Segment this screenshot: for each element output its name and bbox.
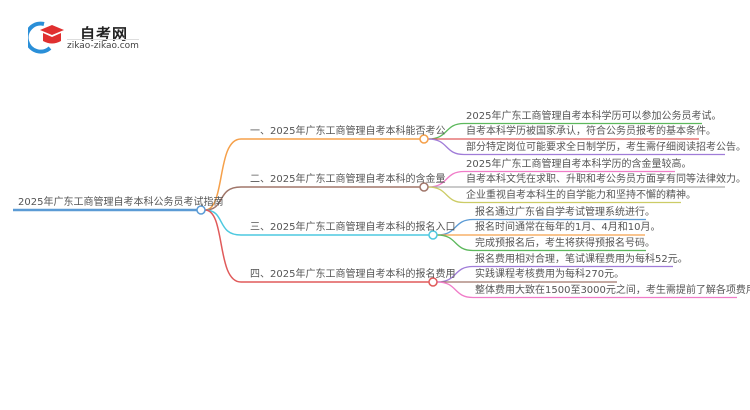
branch-circle-icon (428, 230, 438, 240)
root-circle-icon (196, 205, 206, 215)
branch-node[interactable]: 一、2025年广东工商管理自考本科能否考公 (250, 126, 446, 137)
leaf-node[interactable]: 2025年广东工商管理自考本科学历可以参加公务员考试。 (466, 110, 722, 122)
leaf-node[interactable]: 整体费用大致在1500至3000元之间，考生需提前了解各项费用。 (475, 284, 750, 296)
leaf-line (436, 234, 646, 252)
leaf-node[interactable]: 2025年广东工商管理自考本科学历的含金量较高。 (466, 158, 692, 170)
branch-circle-icon (419, 182, 429, 192)
branch-line (204, 209, 429, 236)
leaf-node[interactable]: 报名时间通常在每年的1月、4月和10月。 (475, 222, 661, 233)
branch-line (204, 138, 420, 211)
branch-node[interactable]: 二、2025年广东工商管理自考本科的含金量 (250, 174, 446, 185)
leaf-node[interactable]: 企业重视自考本科生的自学能力和坚持不懈的精神。 (466, 189, 696, 201)
leaf-node[interactable]: 完成预报名后，考生将获得预报名号码。 (475, 237, 655, 249)
leaf-node[interactable]: 自考本科文凭在求职、升职和考公务员方面享有同等法律效力。 (466, 174, 746, 185)
branch-circle-icon (419, 134, 429, 144)
branch-circle-icon (428, 277, 438, 287)
logo-name: 自考网 (80, 25, 129, 43)
leaf-node[interactable]: 报名通过广东省自学考试管理系统进行。 (475, 206, 655, 218)
branch-line (204, 209, 429, 283)
leaf-node[interactable]: 部分特定岗位可能要求全日制学历，考生需仔细阅读招考公告。 (466, 141, 746, 153)
leaf-node[interactable]: 自考本科学历被国家承认，符合公务员报考的基本条件。 (466, 126, 716, 137)
leaf-node[interactable]: 实践课程考核费用为每科270元。 (475, 269, 625, 280)
leaf-line (427, 138, 725, 156)
leaf-node[interactable]: 报名费用相对合理，笔试课程费用为每科52元。 (475, 253, 688, 265)
root-node[interactable]: 2025年广东工商管理自考本科公务员考试指南 (18, 197, 224, 208)
logo-icon (28, 21, 64, 54)
branch-line (204, 186, 420, 211)
leaf-line (427, 186, 681, 204)
leaf-line (436, 281, 737, 299)
branch-node[interactable]: 四、2025年广东工商管理自考本科的报名费用 (250, 269, 456, 280)
logo-url: zikao-zikao.com (67, 39, 139, 51)
branch-node[interactable]: 三、2025年广东工商管理自考本科的报名入口 (250, 222, 456, 233)
